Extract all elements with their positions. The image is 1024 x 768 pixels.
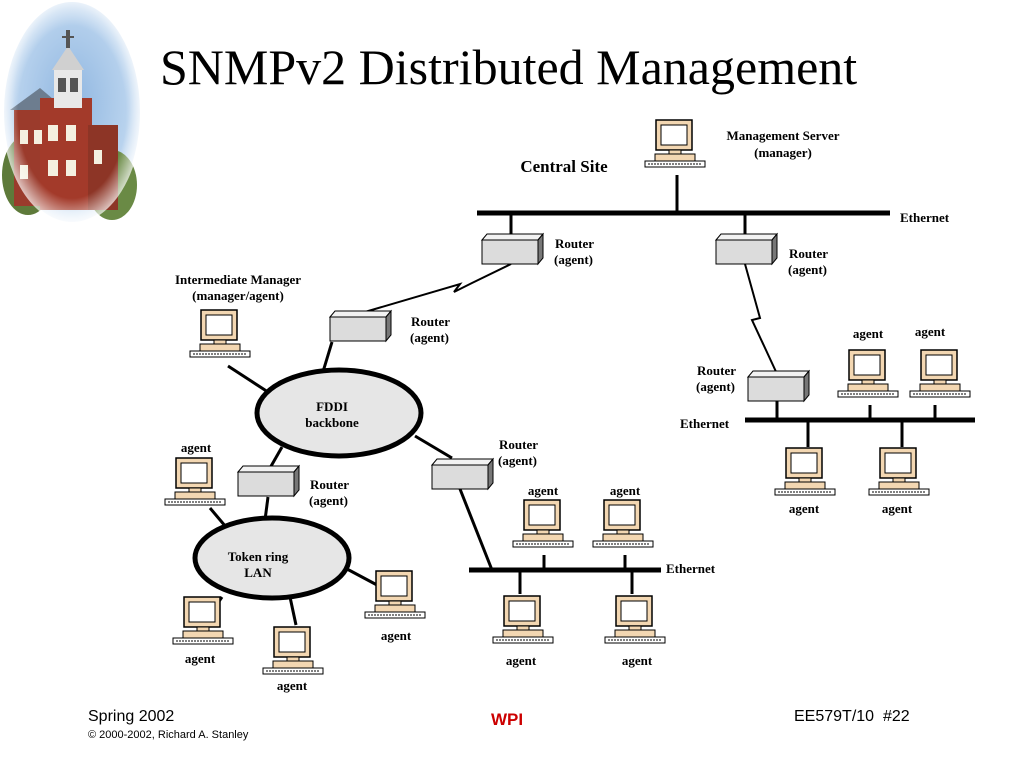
router-agent-label: (agent): [788, 262, 827, 277]
router-icon: [431, 458, 494, 490]
intermediate-manager-role: (manager/agent): [192, 288, 284, 303]
router-icon: [747, 370, 810, 402]
router-label: Router: [310, 477, 349, 492]
footer-slide-number: EE579T/10 #22: [794, 708, 910, 725]
management-server-label: Management Server: [727, 128, 840, 143]
agent-label: agent: [882, 501, 913, 516]
agent-label: agent: [789, 501, 820, 516]
agent-label: agent: [506, 653, 537, 668]
agent-label: agent: [610, 483, 641, 498]
links: [208, 175, 975, 626]
computer-icon: [364, 570, 426, 619]
router-icon: [481, 233, 544, 265]
footer-term: Spring 2002: [88, 708, 175, 725]
computer-icon: [164, 457, 226, 506]
agent-label: agent: [277, 678, 308, 693]
agent-label: agent: [622, 653, 653, 668]
agent-label: agent: [915, 324, 946, 339]
fddi-backbone-ring: [254, 367, 424, 459]
token-ring-lan: [192, 515, 352, 601]
agent-label: agent: [181, 440, 212, 455]
computer-icon: [512, 499, 574, 548]
router-icon: [715, 233, 778, 265]
network-diagram: Central Site Management Server (manager)…: [164, 119, 975, 693]
ethernet-label: Ethernet: [900, 210, 950, 225]
router-agent-label: (agent): [410, 330, 449, 345]
router-icon: [237, 465, 300, 497]
router-agent-label: (agent): [696, 379, 735, 394]
fddi-label: FDDI: [316, 399, 348, 414]
page-title: SNMPv2 Distributed Management: [160, 39, 858, 95]
computer-icon: [909, 349, 971, 398]
token-ring-label: Token ring: [228, 549, 289, 564]
central-site-label: Central Site: [520, 157, 608, 176]
computer-icon: [604, 595, 666, 644]
router-label: Router: [499, 437, 538, 452]
intermediate-manager-computer-icon: [189, 309, 251, 358]
computer-icon: [592, 499, 654, 548]
router-agent-label: (agent): [309, 493, 348, 508]
router-label: Router: [697, 363, 736, 378]
footer-copyright: © 2000-2002, Richard A. Stanley: [88, 729, 249, 741]
computer-icon: [774, 447, 836, 496]
ethernet-label: Ethernet: [666, 561, 716, 576]
agent-label: agent: [185, 651, 216, 666]
computer-icon: [492, 595, 554, 644]
router-icon: [329, 310, 392, 342]
computer-icon: [868, 447, 930, 496]
management-server-role: (manager): [754, 145, 812, 160]
computer-icon: [172, 596, 234, 645]
agent-label: agent: [528, 483, 559, 498]
agent-label: agent: [853, 326, 884, 341]
computer-icon: [262, 626, 324, 675]
token-ring-label-line2: LAN: [244, 565, 272, 580]
router-agent-label: (agent): [498, 453, 537, 468]
clock-tower-logo: [2, 0, 142, 224]
ethernet-label: Ethernet: [680, 416, 730, 431]
fddi-label-line2: backbone: [305, 415, 359, 430]
footer-brand: WPI: [491, 710, 524, 729]
management-server-computer-icon: [644, 119, 706, 168]
router-label: Router: [789, 246, 828, 261]
computer-icon: [837, 349, 899, 398]
router-label: Router: [555, 236, 594, 251]
router-label: Router: [411, 314, 450, 329]
intermediate-manager-label: Intermediate Manager: [175, 272, 301, 287]
agent-label: agent: [381, 628, 412, 643]
router-agent-label: (agent): [554, 252, 593, 267]
